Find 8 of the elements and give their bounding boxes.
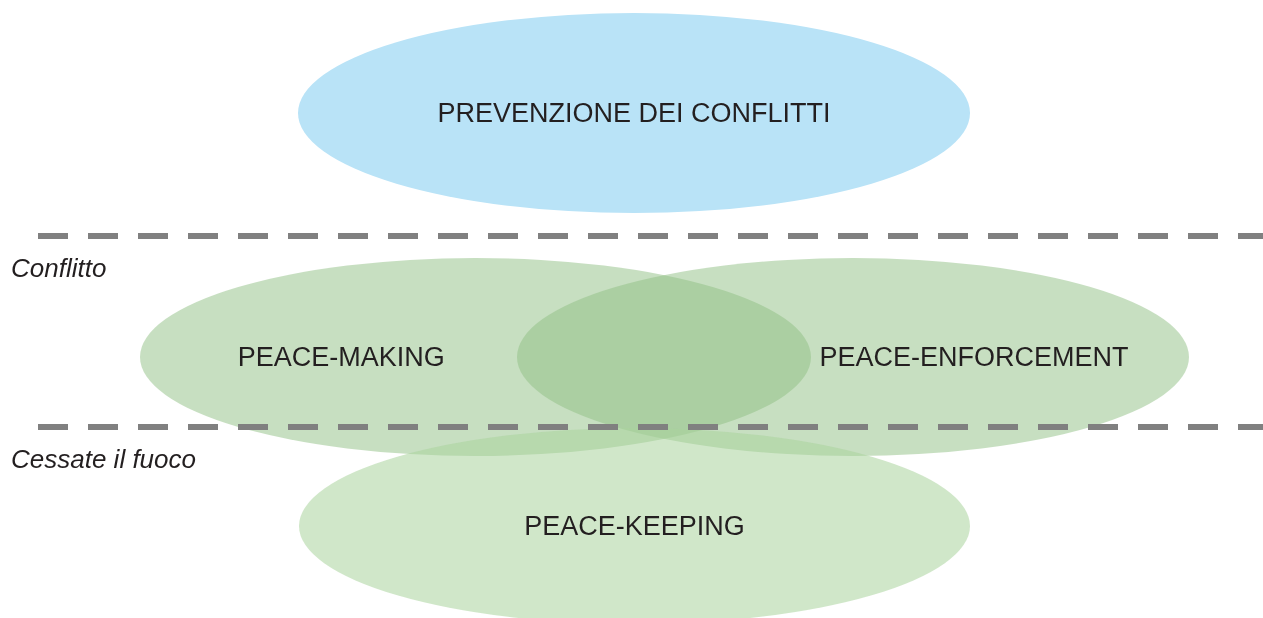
zone-label: Cessate il fuoco bbox=[11, 444, 196, 475]
ellipse-node bbox=[298, 13, 970, 213]
ellipse-node bbox=[517, 258, 1189, 456]
ellipse-label: PREVENZIONE DEI CONFLITTI bbox=[437, 97, 831, 129]
ellipse-label: PEACE-ENFORCEMENT bbox=[819, 341, 1129, 373]
zone-label: Conflitto bbox=[11, 253, 107, 284]
ellipse-label: PEACE-MAKING bbox=[237, 341, 445, 373]
ellipse-label: PEACE-KEEPING bbox=[524, 510, 745, 542]
